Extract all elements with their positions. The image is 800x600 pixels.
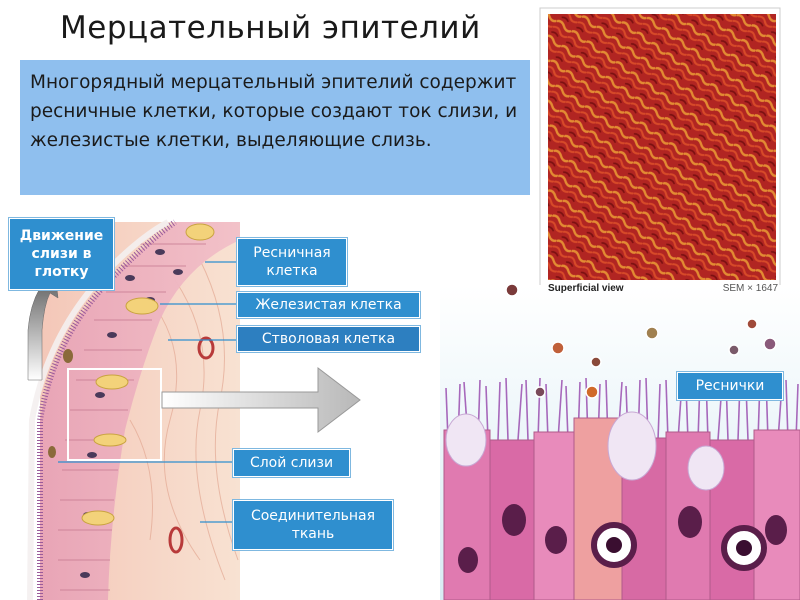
label-stem-cell: Стволовая клетка — [237, 326, 420, 352]
sem-photograph — [539, 7, 781, 305]
sem-caption: Superficial view SEM × 1647 — [548, 283, 778, 294]
zoom-arrow-icon — [161, 366, 361, 434]
label-mucus-layer: Слой слизи — [233, 449, 350, 477]
sem-caption-magnification: SEM × 1647 — [722, 283, 778, 294]
label-goblet-cell: Железистая клетка — [237, 292, 420, 318]
intro-text-box: Многорядный мерцательный эпителий содерж… — [20, 60, 530, 195]
label-connective-tissue: Соединительная ткань — [233, 500, 393, 550]
sem-caption-view: Superficial view — [548, 283, 624, 294]
label-mucus-movement: Движение слизи в глотку — [9, 218, 114, 290]
label-ciliated-cell: Ресничная клетка — [237, 238, 347, 286]
tissue-cross-section — [27, 219, 240, 600]
label-cilia: Реснички — [677, 372, 783, 400]
page-title: Мерцательный эпителий — [60, 10, 481, 46]
cilia-illustration — [440, 283, 800, 600]
